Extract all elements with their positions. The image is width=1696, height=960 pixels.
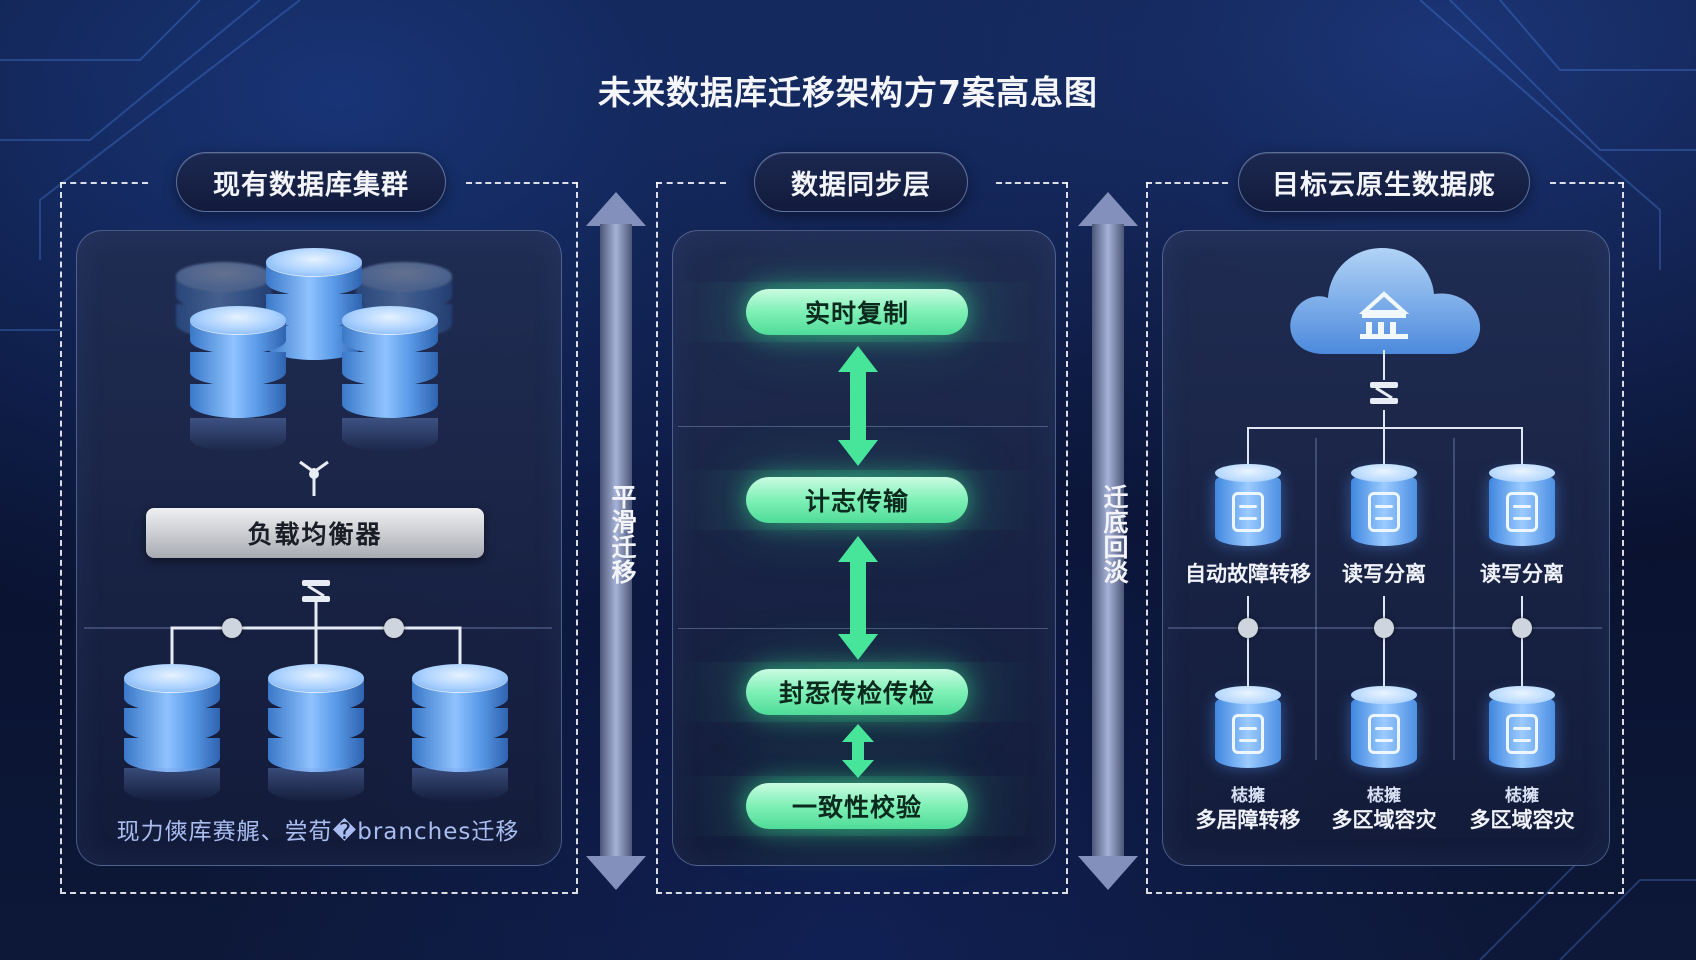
double-arrow-icon	[838, 346, 878, 466]
left-section-label: 现有数据库集群	[176, 152, 446, 212]
left-caption: 现力傸库赛艉、尝荀�branches迁移	[116, 819, 520, 845]
left-section-frame	[60, 182, 578, 894]
database-icon	[1215, 464, 1281, 550]
step-realtime-replication: 实时复制	[746, 289, 968, 335]
junction-dot	[1512, 618, 1532, 638]
right-section-label: 目标云原生数据庣	[1238, 152, 1530, 212]
smooth-migration-text: 平滑迁移	[608, 484, 637, 584]
double-arrow-icon	[842, 724, 874, 778]
database-icon	[412, 664, 508, 802]
connector-icon	[302, 580, 330, 602]
step-log-transfer: 计志传输	[746, 477, 968, 523]
database-icon	[190, 306, 286, 452]
load-balancer-bar: 负载均衡器	[146, 508, 484, 558]
node-label: 梽擁 多居障转移	[1173, 784, 1323, 832]
node-sublabel: 梽擁	[1367, 786, 1401, 806]
database-icon	[1489, 686, 1555, 772]
junction-dot	[1238, 618, 1258, 638]
junction-dot	[1374, 618, 1394, 638]
rollback-text: 迁底回淡	[1100, 484, 1129, 584]
database-icon	[1489, 464, 1555, 550]
middle-section-label: 数据同步层	[754, 152, 968, 212]
left-tree-lines	[84, 600, 552, 666]
step-transfer-check: 封㤅传检传检	[746, 669, 968, 715]
node-label: 自动故障转移	[1185, 562, 1311, 586]
database-icon	[124, 664, 220, 802]
diagram-title: 未来数据库迁移架构方7案高息图	[598, 73, 1098, 112]
cloud-icon	[1290, 248, 1481, 354]
double-arrow-icon	[838, 536, 878, 660]
database-icon	[1351, 464, 1417, 550]
node-label: 梽擁 多区域容灾	[1447, 784, 1597, 832]
node-label: 读写分离	[1480, 562, 1564, 586]
junction-dot	[222, 618, 242, 638]
connector-icon	[1370, 382, 1398, 404]
database-icon	[1215, 686, 1281, 772]
step-consistency-check: 一致性校验	[746, 783, 968, 829]
middle-section-frame	[656, 182, 1068, 894]
right-section-frame	[1146, 182, 1624, 894]
node-label-text: 多居障转移	[1195, 808, 1301, 832]
node-label-text: 多区域容灾	[1469, 808, 1575, 832]
junction-dot	[384, 618, 404, 638]
database-icon	[342, 306, 438, 452]
node-sublabel: 梽擁	[1505, 786, 1539, 806]
database-icon	[268, 664, 364, 802]
database-icon	[1351, 686, 1417, 772]
node-label: 读写分离	[1342, 562, 1426, 586]
smooth-migration-arrow	[586, 192, 646, 890]
node-sublabel: 梽擁	[1231, 786, 1265, 806]
antenna-icon	[299, 460, 329, 496]
node-label: 梽擁 多区域容灾	[1309, 784, 1459, 832]
rollback-arrow	[1078, 192, 1138, 890]
node-label-text: 多区域容灾	[1331, 808, 1437, 832]
